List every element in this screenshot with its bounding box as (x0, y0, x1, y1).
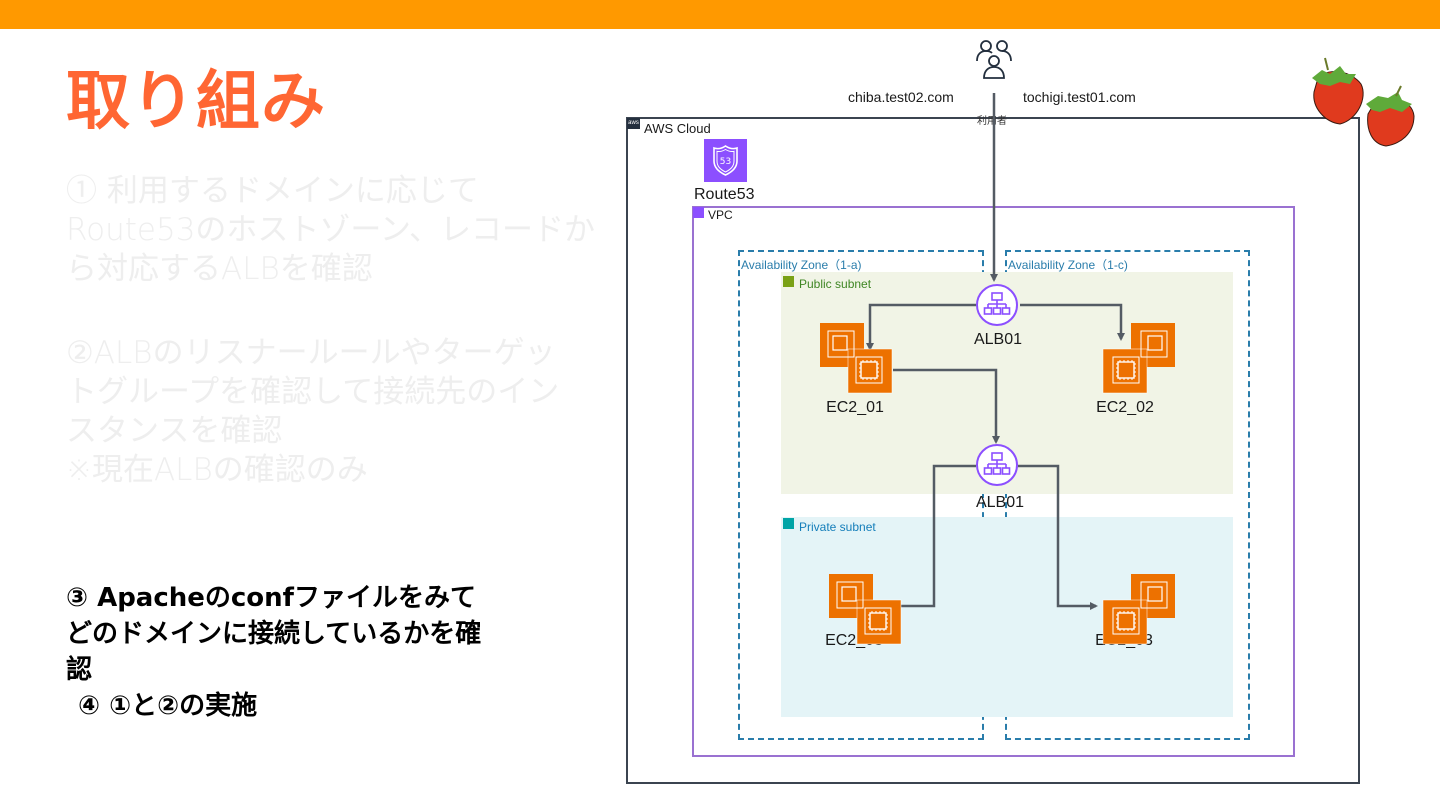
step-1-line: ら対応するALBを確認 (66, 251, 373, 287)
users-label: 利用者 (977, 116, 1007, 127)
aws-cloud-label: AWS Cloud (644, 121, 711, 136)
step-2-line: ※現在ALBの確認のみ (66, 452, 368, 488)
availability-zone-1a-label: Availability Zone（1-a) (741, 258, 862, 272)
private-subnet-lock-icon (783, 518, 794, 529)
alb-public-label: ALB01 (973, 331, 1023, 348)
header-bar (0, 0, 1440, 29)
public-subnet-label: Public subnet (799, 277, 872, 291)
domain-chiba: chiba.test02.com (848, 89, 954, 105)
step-1: ① 利用するドメインに応じて Route53のホストゾーン、レコードか ら対応す… (66, 172, 606, 289)
availability-zone-1c (1005, 250, 1250, 740)
vpc-label: VPC (708, 208, 733, 222)
step-2-line: ②ALBのリスナールールやターゲッ (66, 335, 556, 371)
public-subnet-lock-icon (783, 276, 794, 287)
alb-private-label: ALB01 (975, 494, 1025, 511)
ec2-03b-label: EC2_03 (1095, 632, 1153, 649)
step-2-line: トグループを確認して接続先のイン (66, 374, 560, 410)
step-3-line: どのドメインに接続しているかを確 (66, 619, 482, 649)
step-3: ③ Apacheのconfファイルをみて どのドメインに接続しているかを確 認 (66, 580, 606, 688)
slide-title: 取り組み (66, 65, 326, 139)
private-subnet-label: Private subnet (799, 520, 876, 534)
vpc-icon (693, 207, 704, 218)
route53-badge: 53 (720, 157, 731, 167)
strawberry-icon (1366, 85, 1415, 147)
step-1-line: Route53のホストゾーン、レコードか (66, 212, 596, 248)
step-1-line: ① 利用するドメインに応じて (66, 173, 479, 209)
domain-tochigi: tochigi.test01.com (1023, 89, 1136, 105)
route53-label: Route53 (694, 186, 755, 203)
step-4-line: ④ ①と②の実施 (78, 691, 258, 721)
strawberry-icon (1312, 57, 1364, 125)
step-4: ④ ①と②の実施 (78, 688, 618, 724)
private-subnet (781, 517, 1233, 717)
step-2-line: スタンスを確認 (66, 413, 283, 449)
public-subnet (781, 272, 1233, 494)
users-icon (976, 40, 1012, 79)
step-3-line: 認 (66, 655, 93, 685)
step-3-line: ③ Apacheのconfファイルをみて (66, 583, 476, 613)
route53-icon: 53 (704, 139, 747, 182)
availability-zone-1a (738, 250, 984, 740)
step-2: ②ALBのリスナールールやターゲッ トグループを確認して接続先のイン スタンスを… (66, 334, 606, 490)
ec2-02-label: EC2_02 (1096, 399, 1154, 416)
ec2-01-label: EC2_01 (826, 399, 884, 416)
availability-zone-1c-label: Availability Zone（1-c) (1008, 258, 1128, 272)
ec2-03a-label: EC2_03 (825, 632, 883, 649)
aws-cloud-icon: aws (627, 118, 640, 129)
